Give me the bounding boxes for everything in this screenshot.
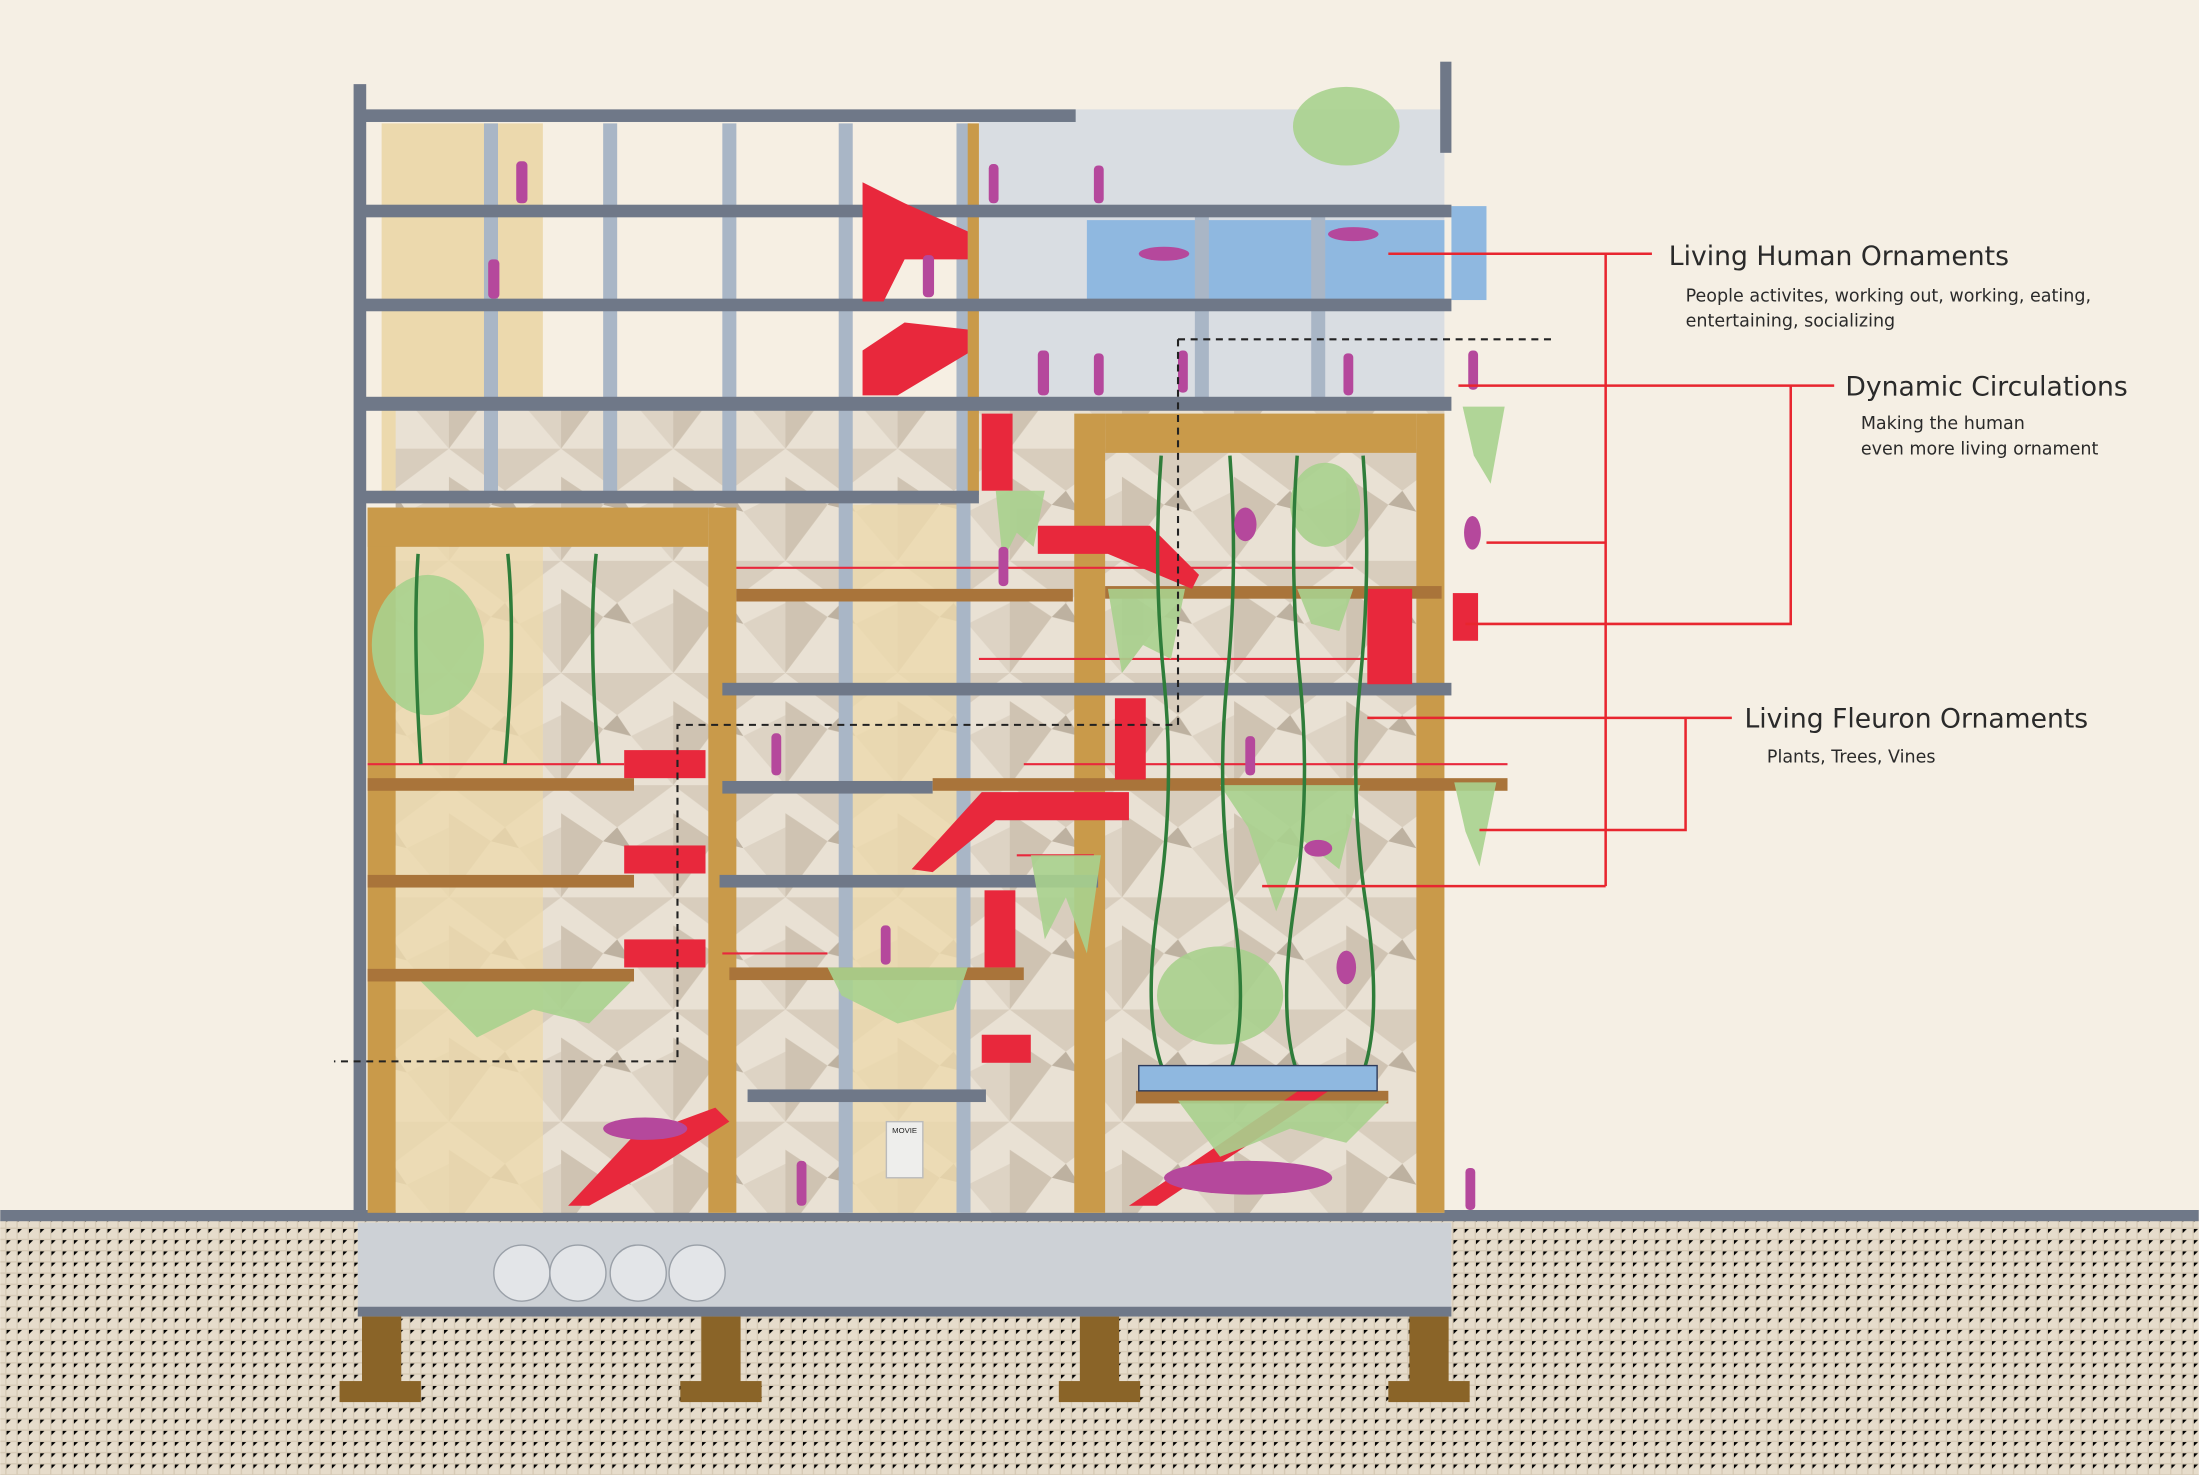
pool <box>1086 220 1445 301</box>
annotation-subtitle: People activites, working out, working, … <box>1686 286 2092 306</box>
annotation-living-fleuron-ornaments: Living Fleuron Ornaments Plants, Trees, … <box>1744 704 2088 768</box>
movie-poster-label: MOVIE <box>892 1126 917 1135</box>
footings <box>339 1316 1470 1403</box>
ground-line <box>0 1210 2199 1222</box>
annotation-title: Dynamic Circulations <box>1845 371 2127 402</box>
annotation-subtitle: Plants, Trees, Vines <box>1767 748 1936 768</box>
people-figures <box>488 161 1481 1211</box>
floor-slabs <box>353 61 1452 1213</box>
plants <box>371 86 1505 1157</box>
timber-decks <box>367 586 1508 1104</box>
annotation-subtitle: entertaining, socializing <box>1686 312 1896 332</box>
basement-tanks <box>493 1244 726 1302</box>
annotation-dynamic-circulations: Dynamic Circulations Making the human ev… <box>1845 371 2127 459</box>
section-dashed-lines <box>333 338 1554 1063</box>
basement-slab <box>357 1306 1452 1317</box>
annotation-title: Living Human Ornaments <box>1669 241 2009 272</box>
movie-poster <box>885 1120 924 1179</box>
annotation-subtitle: Making the human <box>1861 414 2025 434</box>
vines <box>414 455 1376 1074</box>
railings <box>367 566 1508 955</box>
annotation-living-human-ornaments: Living Human Ornaments People activites,… <box>1669 241 2091 332</box>
annotation-subtitle: even more living ornament <box>1861 439 2099 459</box>
planter-box <box>1138 1064 1378 1092</box>
callout-lines <box>1262 252 1835 888</box>
annotation-title: Living Fleuron Ornaments <box>1744 704 2088 735</box>
